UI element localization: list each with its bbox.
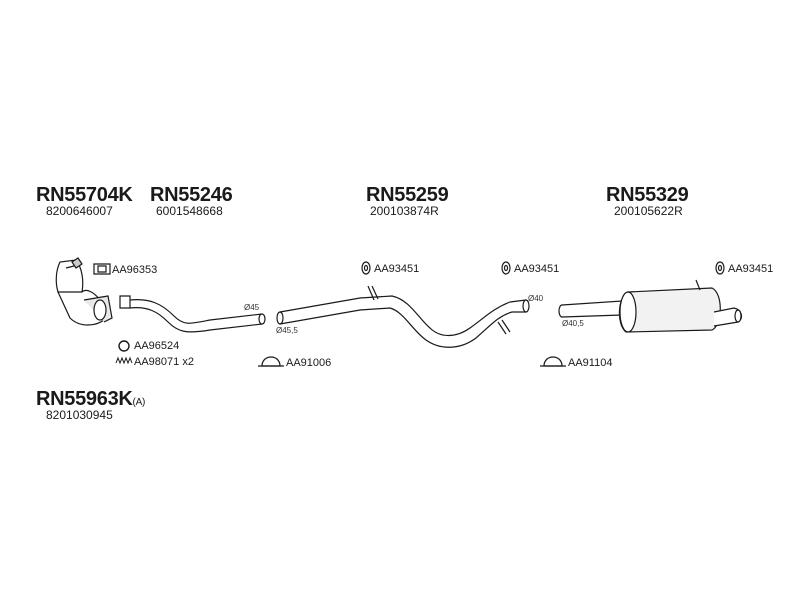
diameter-label-middle-pipe-inlet: Ø45,5 — [276, 326, 298, 335]
oem-number-kit: 8201030945 — [46, 408, 113, 422]
part-label-mount-3: AA93451 — [728, 263, 774, 275]
part-label-mount-2: AA93451 — [514, 263, 560, 275]
clamp-icon — [540, 357, 566, 366]
diameter-label-muffler-inlet: Ø40,5 — [562, 319, 584, 328]
part-code-middle-pipe: RN55259 — [366, 184, 449, 206]
part-code-front-pipe: RN55246 — [150, 184, 233, 206]
part-label-clamp-front: AA91006 — [286, 357, 332, 369]
oem-number-rear-muffler: 200105622R — [614, 204, 683, 218]
diameter-label-front-pipe: Ø45 — [244, 303, 260, 312]
part-label-spring: AA98071 x2 — [134, 356, 194, 368]
part-label-mount-1: AA93451 — [374, 263, 420, 275]
clamp-icon — [258, 357, 284, 366]
part-code-kit: RN55963K(A) — [36, 388, 145, 411]
part-code-catalyst: RN55704K — [36, 184, 133, 206]
oem-number-middle-pipe: 200103874R — [370, 204, 439, 218]
spring-icon — [116, 358, 132, 363]
kit-code-text: RN55963K — [36, 388, 133, 410]
kit-code-suffix: (A) — [132, 397, 146, 408]
ring-icon — [119, 341, 129, 351]
rubber-mount-icon — [362, 262, 370, 274]
part-label-clamp-rear: AA91104 — [568, 357, 613, 369]
gasket-icon — [94, 264, 110, 274]
part-label-gasket: AA96353 — [112, 264, 158, 276]
muffler-icon — [559, 280, 741, 332]
part-code-rear-muffler: RN55329 — [606, 184, 689, 206]
rubber-mount-icon — [502, 262, 510, 274]
oem-number-front-pipe: 6001548668 — [156, 204, 223, 218]
oem-number-catalyst: 8200646007 — [46, 204, 113, 218]
rubber-mount-icon — [716, 262, 724, 274]
catalytic-converter-icon — [56, 258, 112, 325]
part-label-ring: AA96524 — [134, 340, 180, 352]
front-pipe — [120, 296, 265, 332]
middle-pipe — [277, 286, 529, 347]
diameter-label-middle-pipe-outlet: Ø40 — [528, 294, 544, 303]
